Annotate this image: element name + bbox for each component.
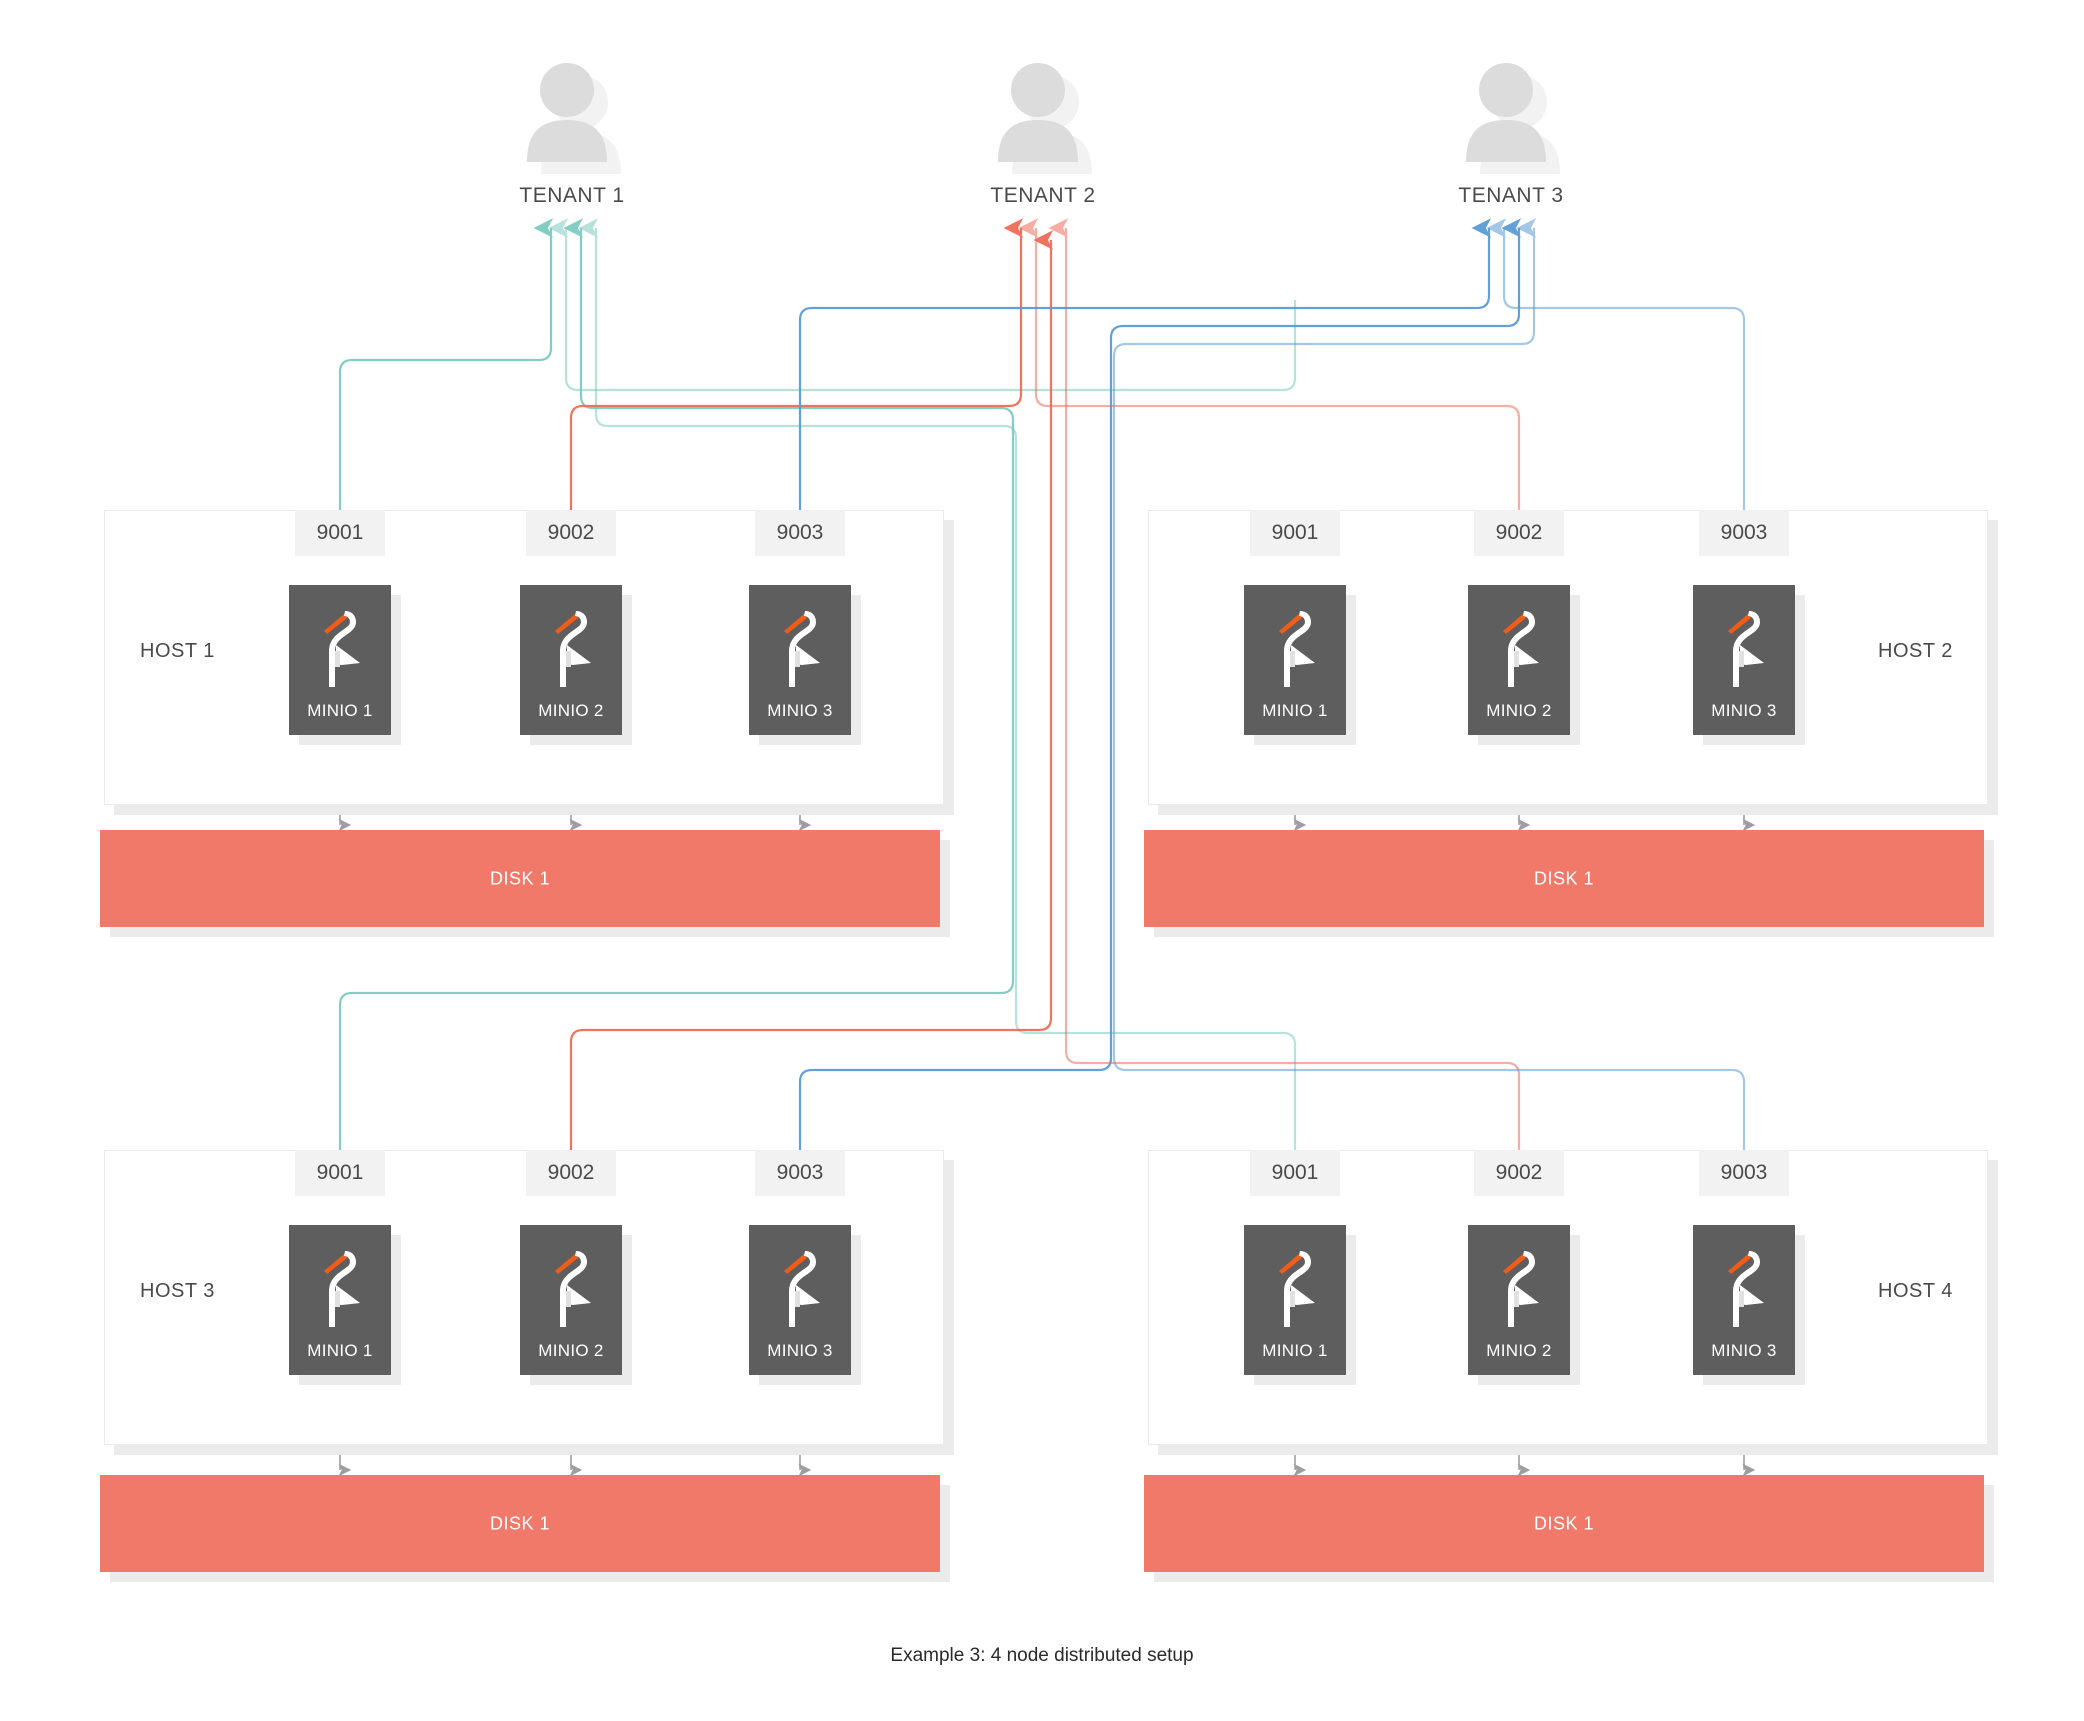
node-label: MINIO 2	[1486, 701, 1552, 720]
minio-node-host2-2[interactable]: MINIO 2	[1468, 585, 1570, 735]
minio-node-host4-2[interactable]: MINIO 2	[1468, 1225, 1570, 1375]
disk-host3: DISK 1	[100, 1475, 940, 1572]
host-label-4: HOST 4	[1878, 1280, 1953, 1302]
diagram-caption: Example 3: 4 node distributed setup	[890, 1645, 1194, 1666]
node-label: MINIO 1	[307, 1341, 373, 1360]
minio-node-host3-3[interactable]: MINIO 3	[749, 1225, 851, 1375]
node-label: MINIO 3	[1711, 1341, 1777, 1360]
node-label: MINIO 3	[767, 701, 833, 720]
host-label-1: HOST 1	[140, 640, 215, 662]
disk-host4: DISK 1	[1144, 1475, 1984, 1572]
tenant-label: TENANT 3	[1458, 184, 1564, 207]
node-label: MINIO 1	[307, 701, 373, 720]
minio-flamingo-logo	[1279, 1251, 1315, 1327]
minio-flamingo-logo	[324, 611, 360, 687]
node-label: MINIO 1	[1262, 701, 1328, 720]
port-host3-3: 9003	[755, 1150, 845, 1196]
host-label-3: HOST 3	[140, 1280, 215, 1302]
node-label: MINIO 2	[538, 1341, 604, 1360]
minio-node-host3-1[interactable]: MINIO 1	[289, 1225, 391, 1375]
minio-node-host1-3[interactable]: MINIO 3	[749, 585, 851, 735]
node-label: MINIO 3	[1711, 701, 1777, 720]
port-host3-1: 9001	[295, 1150, 385, 1196]
minio-flamingo-logo	[1728, 611, 1764, 687]
port-host2-3: 9003	[1699, 510, 1789, 556]
disk-host2: DISK 1	[1144, 830, 1984, 927]
tenant-label: TENANT 2	[990, 184, 1096, 207]
port-host2-1: 9001	[1250, 510, 1340, 556]
minio-flamingo-logo	[324, 1251, 360, 1327]
tenant-1[interactable]: TENANT 1	[487, 58, 657, 208]
minio-flamingo-logo	[555, 1251, 591, 1327]
user-avatar-icon	[517, 58, 627, 176]
minio-node-host1-1[interactable]: MINIO 1	[289, 585, 391, 735]
minio-node-host2-3[interactable]: MINIO 3	[1693, 585, 1795, 735]
tenant-label: TENANT 1	[519, 184, 625, 207]
minio-node-host4-1[interactable]: MINIO 1	[1244, 1225, 1346, 1375]
port-host2-2: 9002	[1474, 510, 1564, 556]
port-host4-1: 9001	[1250, 1150, 1340, 1196]
minio-node-host3-2[interactable]: MINIO 2	[520, 1225, 622, 1375]
minio-flamingo-logo	[784, 611, 820, 687]
minio-flamingo-logo	[1503, 1251, 1539, 1327]
user-avatar-icon	[988, 58, 1098, 176]
host-label-2: HOST 2	[1878, 640, 1953, 662]
disk-label: DISK 1	[489, 868, 551, 888]
disk-host1: DISK 1	[100, 830, 940, 927]
node-label: MINIO 2	[1486, 1341, 1552, 1360]
port-host1-3: 9003	[755, 510, 845, 556]
tenant-3[interactable]: TENANT 3	[1426, 58, 1596, 208]
tenant-2[interactable]: TENANT 2	[958, 58, 1128, 208]
minio-flamingo-logo	[1279, 611, 1315, 687]
disk-label: DISK 1	[1533, 868, 1595, 888]
node-label: MINIO 2	[538, 701, 604, 720]
disk-label: DISK 1	[1533, 1513, 1595, 1533]
port-host4-3: 9003	[1699, 1150, 1789, 1196]
disk-label: DISK 1	[489, 1513, 551, 1533]
minio-node-host4-3[interactable]: MINIO 3	[1693, 1225, 1795, 1375]
minio-flamingo-logo	[1728, 1251, 1764, 1327]
node-label: MINIO 3	[767, 1341, 833, 1360]
port-host3-2: 9002	[526, 1150, 616, 1196]
user-avatar-icon	[1456, 58, 1566, 176]
minio-flamingo-logo	[784, 1251, 820, 1327]
minio-node-host1-2[interactable]: MINIO 2	[520, 585, 622, 735]
minio-node-host2-1[interactable]: MINIO 1	[1244, 585, 1346, 735]
port-host1-2: 9002	[526, 510, 616, 556]
minio-flamingo-logo	[1503, 611, 1539, 687]
port-host4-2: 9002	[1474, 1150, 1564, 1196]
minio-flamingo-logo	[555, 611, 591, 687]
port-host1-1: 9001	[295, 510, 385, 556]
node-label: MINIO 1	[1262, 1341, 1328, 1360]
